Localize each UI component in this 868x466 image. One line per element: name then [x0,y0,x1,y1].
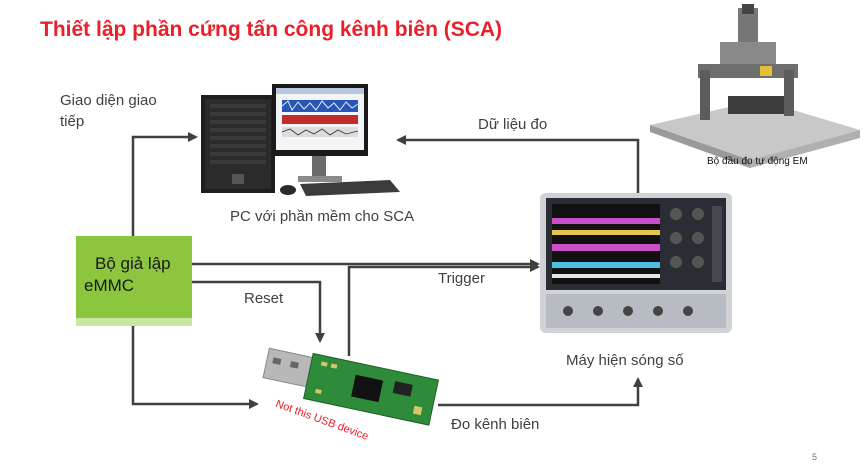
em-probe-illustration [650,4,860,168]
arrow-reset [192,280,325,343]
data-label: Dữ liệu đo [478,116,548,133]
page-number: 5 [812,452,818,462]
oscilloscope-illustration [540,193,732,333]
usb-board-illustration [262,347,439,426]
arrow-channel [438,377,643,407]
trigger-label: Trigger [438,270,485,287]
reset-label: Reset [244,290,284,307]
pc-illustration [201,84,400,196]
emmc-label-line2: eMMC [84,276,135,295]
arrow-trigger [347,262,540,356]
arrow-scope-to-pc [396,135,640,193]
emmc-label-line1: Bộ giả lập [95,254,171,273]
scope-label: Máy hiện sóng số [566,352,684,369]
channel-label: Đo kênh biên [451,416,540,433]
em-probe-caption: Bộ đầu đo tự động EM [707,156,808,167]
pc-label: PC với phần mềm cho SCA [230,208,415,225]
interface-label-line2: tiếp [60,113,85,130]
interface-label-line1: Giao diện giao [60,92,157,109]
slide-title: Thiết lập phần cứng tấn công kênh biên (… [40,18,503,41]
arrow-emmc-to-pc [131,132,198,236]
arrow-emmc-to-usb [131,326,259,409]
emmc-emulator-box [76,236,192,326]
